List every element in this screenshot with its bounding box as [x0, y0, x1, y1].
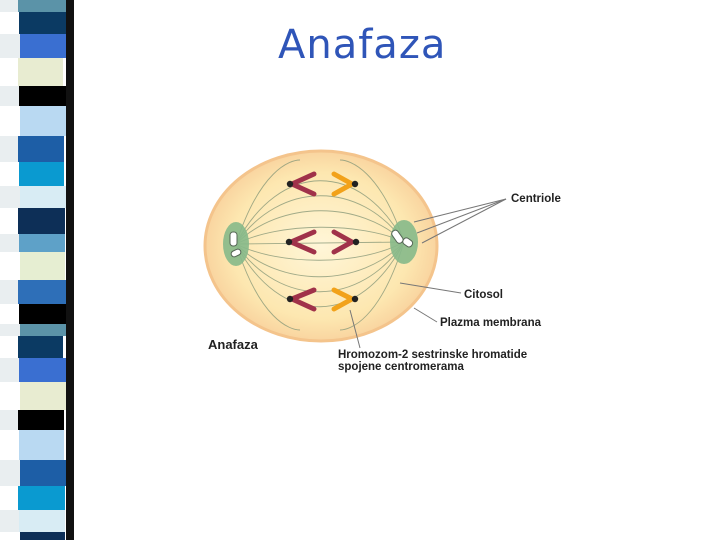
stripe-block: [20, 324, 66, 336]
stripe-block: [0, 486, 18, 510]
stripe-block: [0, 280, 18, 304]
stripe-block: [18, 280, 66, 304]
stripe-block: [0, 430, 19, 460]
stripe-block: [19, 12, 66, 34]
stripe-block: [20, 106, 67, 136]
stripe-block: [18, 410, 64, 430]
stripe-block: [20, 34, 66, 58]
stripe-block: [19, 162, 64, 186]
stripe-block: [0, 304, 19, 324]
stripe-block: [20, 460, 68, 486]
stripe-block: [0, 0, 18, 12]
stripe-block: [0, 136, 18, 162]
right-centrosome: [390, 220, 418, 264]
stripe-block: [19, 358, 67, 382]
stripe-block: [18, 58, 63, 86]
stripe-block: [18, 0, 66, 12]
stripe-block: [0, 510, 19, 532]
label-cytosol: Citosol: [464, 289, 503, 301]
stripe-block: [0, 106, 20, 136]
chromatid-pair-bottom: [286, 287, 359, 312]
stripe-block: [20, 382, 67, 410]
stripe-block: [18, 136, 64, 162]
stripe-block: [19, 86, 67, 106]
stripe-block: [19, 430, 64, 460]
chromatid-pair-top: [286, 171, 359, 197]
spindle-fibers: [235, 159, 405, 331]
left-centrosome: [223, 222, 249, 266]
label-stage: Anafaza: [208, 337, 259, 352]
stripe-edge: [66, 0, 74, 540]
stripe-block: [19, 304, 66, 324]
stripe-block: [0, 12, 19, 34]
stripe-block: [19, 234, 65, 252]
stripe-block: [20, 186, 68, 208]
stripe-block: [0, 162, 19, 186]
stripe-block: [0, 336, 18, 358]
label-chromosome-line1: Hromozom-2 sestrinske hromatide: [338, 349, 527, 361]
slide-title: Anafaza: [278, 22, 447, 68]
stripe-block: [18, 486, 65, 510]
stripe-block: [0, 58, 18, 86]
stripe-block: [20, 532, 65, 540]
stripe-block: [0, 186, 20, 208]
stripe-block: [0, 460, 20, 486]
stripe-block: [0, 208, 18, 234]
stripe-block: [20, 252, 65, 280]
stripe-block: [0, 324, 20, 336]
stripe-block: [0, 234, 19, 252]
stripe-block: [0, 410, 18, 430]
stripe-block: [0, 358, 19, 382]
stripe-block: [19, 510, 65, 532]
stripe-block: [18, 336, 63, 358]
label-membrane: Plazma membrana: [440, 317, 542, 329]
stripe-block: [0, 382, 20, 410]
stripe-block: [0, 34, 20, 58]
stripe-block: [0, 86, 19, 106]
pointer-lines: [349, 198, 507, 349]
chromatid-pair-middle: [285, 229, 360, 255]
cell-membrane: [203, 149, 439, 343]
label-chromosome-line2: spojene centromerama: [338, 361, 465, 373]
stripe-block: [18, 208, 65, 234]
stripe-block: [0, 252, 20, 280]
decorative-side-stripe: [0, 0, 74, 540]
stripe-block: [0, 532, 20, 540]
label-centrioles: Centriole: [511, 193, 561, 205]
